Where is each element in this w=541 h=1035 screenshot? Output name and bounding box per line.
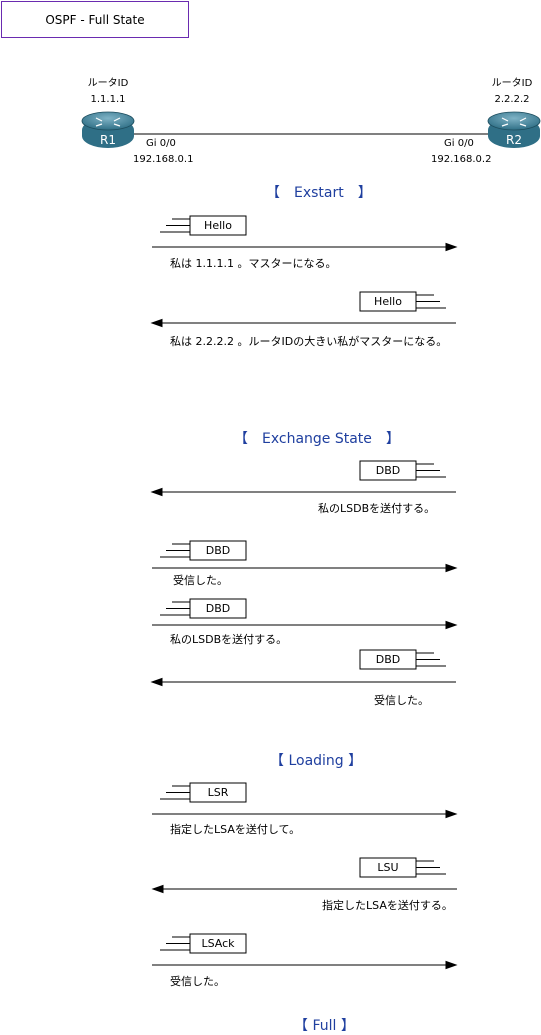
packet-1 — [160, 215, 247, 236]
section-loading: 【 Loading 】 — [270, 753, 363, 769]
packet-1-label: Hello — [204, 219, 232, 232]
arrow-1-head — [445, 242, 458, 252]
message-7: 指定したLSAを送付して。 — [170, 823, 301, 836]
arrow-2-head — [150, 318, 163, 328]
packet-8 — [359, 857, 446, 878]
packet-7-label: LSR — [208, 786, 229, 799]
packet-4 — [160, 540, 247, 561]
section-exstart: 【 Exstart 】 — [266, 185, 372, 201]
arrow-4-head — [445, 563, 458, 573]
message-2: 私は 2.2.2.2 。ルータIDの大きい私がマスターになる。 — [170, 335, 448, 348]
packet-4-label: DBD — [206, 544, 231, 557]
r1-interface: Gi 0/0 — [146, 138, 176, 149]
packet-6 — [359, 649, 446, 670]
message-1: 私は 1.1.1.1 。マスターになる。 — [170, 257, 337, 270]
packet-5 — [160, 598, 247, 619]
diagram-title: OSPF - Full State — [1, 1, 189, 38]
packet-9 — [160, 933, 247, 954]
arrow-3-head — [150, 487, 163, 497]
message-9: 受信した。 — [170, 975, 225, 988]
router-r2-icon — [487, 111, 541, 148]
router-r1-name: R1 — [100, 133, 116, 147]
packet-8-label: LSU — [377, 861, 398, 874]
arrow-6-head — [150, 677, 163, 687]
arrow-8-head — [151, 884, 164, 894]
packet-3-label: DBD — [376, 464, 401, 477]
section-full: 【 Full 】 — [294, 1018, 355, 1034]
message-8: 指定したLSAを送付する。 — [322, 899, 453, 912]
packet-6-label: DBD — [376, 653, 401, 666]
r2-ip: 192.168.0.2 — [431, 154, 492, 165]
arrow-7-head — [445, 809, 458, 819]
packet-7 — [160, 782, 247, 803]
packet-9-label: LSAck — [201, 937, 235, 950]
r2-interface: Gi 0/0 — [444, 138, 474, 149]
arrow-5-head — [445, 620, 458, 630]
r1-router-id-label: ルータID — [87, 78, 129, 89]
arrow-9-head — [445, 960, 458, 970]
router-r1-icon — [81, 111, 135, 148]
message-6: 受信した。 — [374, 694, 429, 707]
packet-2-label: Hello — [374, 295, 402, 308]
r1-ip: 192.168.0.1 — [133, 154, 194, 165]
r2-router-id: 2.2.2.2 — [494, 94, 530, 105]
r2-router-id-label: ルータID — [491, 78, 533, 89]
section-exchange: 【 Exchange State 】 — [234, 431, 400, 447]
router-r2-name: R2 — [506, 133, 522, 147]
message-4: 受信した。 — [173, 574, 228, 587]
packet-5-label: DBD — [206, 602, 231, 615]
message-3: 私のLSDBを送付する。 — [318, 502, 436, 515]
message-5: 私のLSDBを送付する。 — [170, 633, 288, 646]
packet-2 — [359, 291, 446, 312]
r1-router-id: 1.1.1.1 — [90, 94, 126, 105]
packet-3 — [359, 460, 446, 481]
